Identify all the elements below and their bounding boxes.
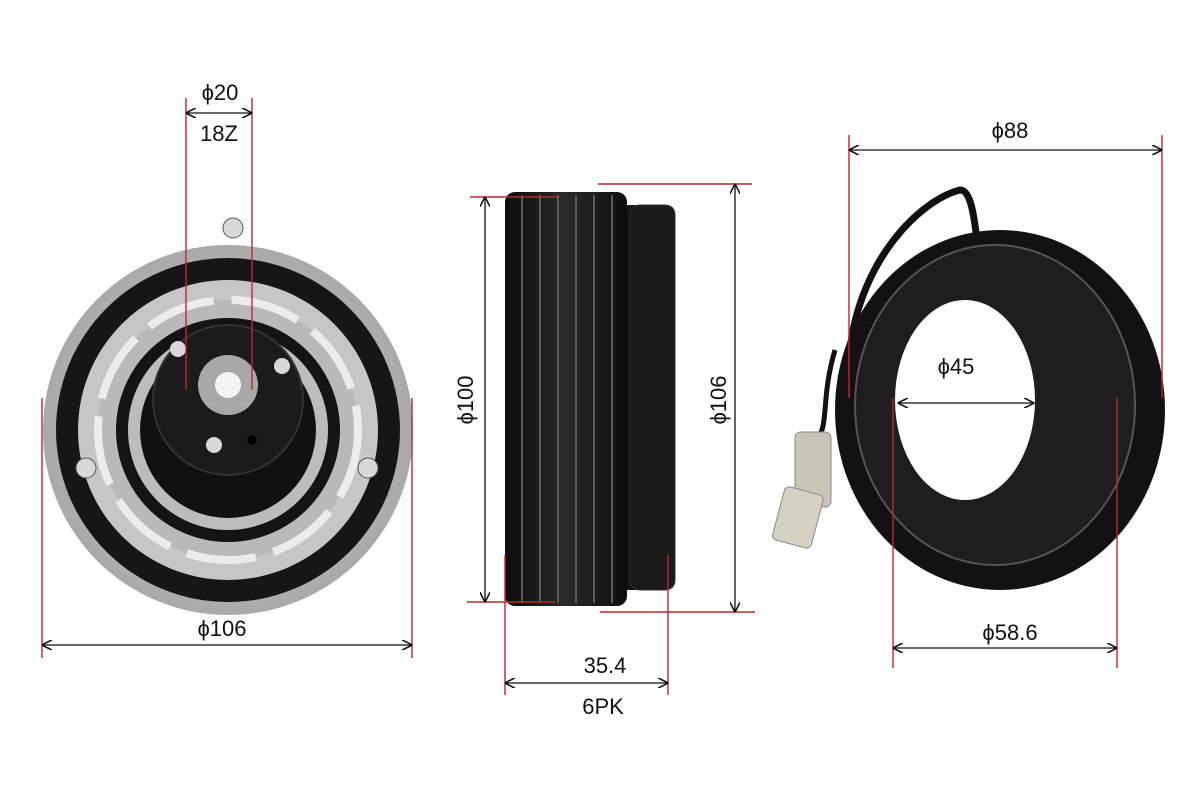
field-coil-view: [772, 186, 1165, 590]
shaft-diameter-label: ϕ20: [202, 80, 239, 105]
belt-type-label: 6PK: [582, 694, 624, 719]
clutch-plate-front-view: [43, 217, 413, 615]
pulley-diameter-label: ϕ100: [453, 375, 478, 424]
connector: [772, 431, 832, 549]
coil-outer-diameter-label: ϕ88: [992, 118, 1029, 143]
side-dimensions: ϕ100 ϕ106 35.4 6PK: [453, 183, 755, 719]
coil-dimensions: ϕ88 ϕ45 ϕ58.6: [848, 118, 1163, 668]
outer-diameter-label: ϕ106: [706, 375, 731, 424]
coil-inner-diameter-label: ϕ45: [938, 354, 975, 379]
spline-teeth-label: 18Z: [200, 121, 238, 146]
plate-diameter-label: ϕ106: [197, 616, 246, 641]
width-label: 35.4: [584, 653, 627, 678]
pulley-side-view: [505, 192, 676, 606]
coil-body-diameter-label: ϕ58.6: [982, 620, 1037, 645]
front-dimensions: ϕ20 18Z ϕ106: [41, 80, 413, 658]
